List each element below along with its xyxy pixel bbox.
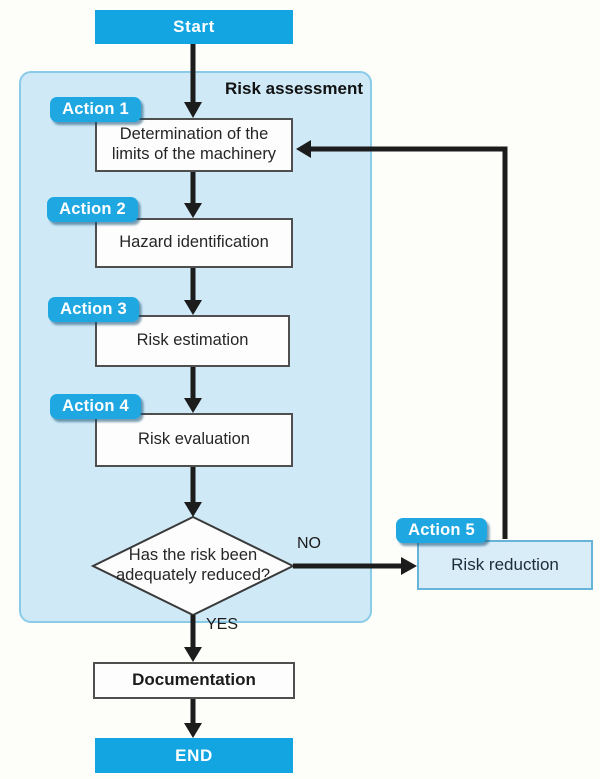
action-badge-3: Action 3 xyxy=(48,297,139,322)
decision-line-2: adequately reduced? xyxy=(115,566,271,584)
decision-text: Has the risk been adequately reduced? xyxy=(88,545,298,585)
arrowhead-hazard-to-estimation xyxy=(184,300,202,315)
action-badge-1: Action 1 xyxy=(50,97,141,122)
arrowhead-documentation-to-end xyxy=(184,723,202,738)
action-badge-5: Action 5 xyxy=(396,518,487,543)
end-node: END xyxy=(95,738,293,773)
no-branch-label: NO xyxy=(297,535,321,552)
determination-line-2: limits of the machinery xyxy=(111,145,277,163)
action-badge-2: Action 2 xyxy=(47,197,138,222)
arrowhead-determination-to-hazard xyxy=(184,203,202,218)
yes-branch-label: YES xyxy=(206,616,239,633)
start-node: Start xyxy=(95,10,293,44)
documentation-box: Documentation xyxy=(93,662,295,699)
arrowhead-no-to-reduction xyxy=(401,557,417,575)
decision-line-1: Has the risk been xyxy=(128,546,258,564)
arrowhead-reduction-feedback xyxy=(296,140,311,158)
arrow-reduction-feedback xyxy=(311,146,508,539)
arrowhead-start-to-determination xyxy=(184,102,202,118)
arrowhead-evaluation-to-decision xyxy=(184,502,202,517)
risk-reduction-box: Risk reduction xyxy=(417,540,593,590)
risk-evaluation-box: Risk evaluation xyxy=(95,413,293,467)
determination-box: Determination of the limits of the machi… xyxy=(95,118,293,172)
arrowhead-yes-to-documentation xyxy=(184,647,202,662)
determination-line-1: Determination of the xyxy=(119,125,269,144)
action-badge-4: Action 4 xyxy=(50,394,141,419)
hazard-identification-box: Hazard identification xyxy=(95,218,293,268)
risk-estimation-box: Risk estimation xyxy=(95,315,290,367)
risk-assessment-title: Risk assessment xyxy=(225,79,363,98)
arrowhead-estimation-to-evaluation xyxy=(184,398,202,413)
